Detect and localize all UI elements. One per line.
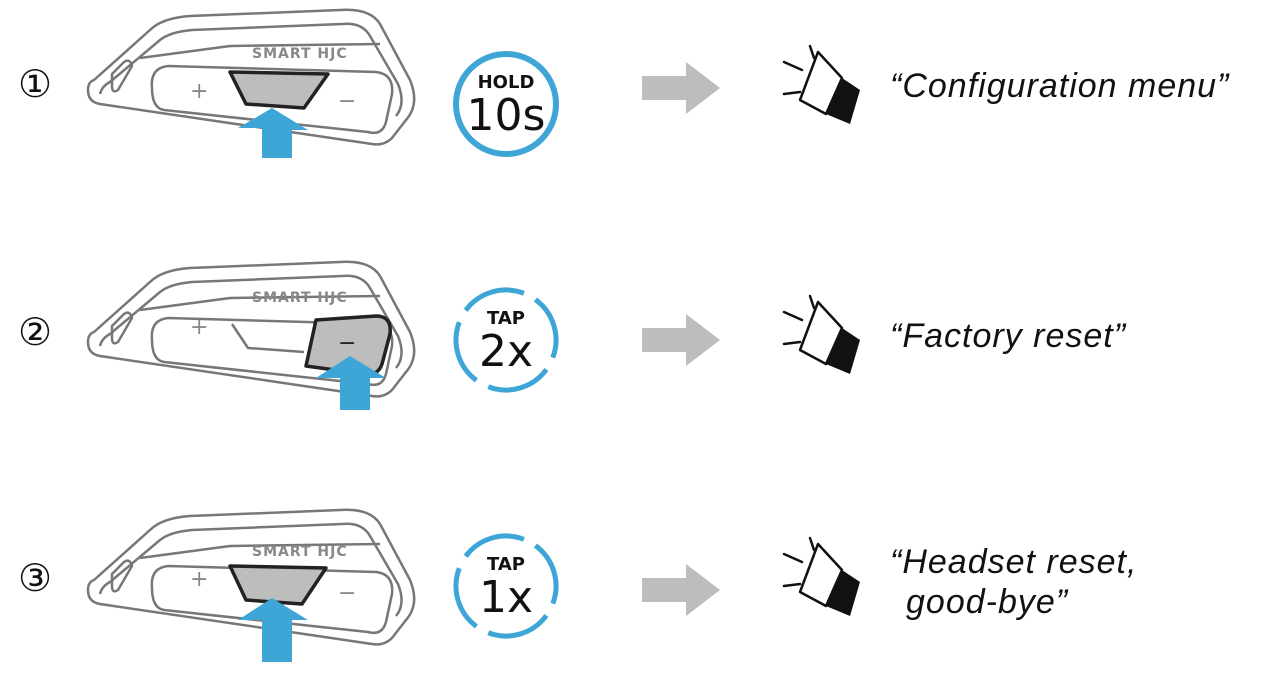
minus-label: − <box>338 89 356 114</box>
device-outline <box>86 260 416 398</box>
step-row-3: ③ SMART HJC + − TAP 1x “Heads <box>0 500 1276 700</box>
badge-amount: 2x <box>479 326 533 377</box>
flow-arrow-icon <box>642 62 720 114</box>
center-button-pressed <box>228 70 330 110</box>
press-arrow <box>238 598 308 662</box>
speaker-icon <box>782 44 860 124</box>
badge-action: HOLD <box>478 72 535 93</box>
press-arrow <box>316 356 386 410</box>
step-number: ① <box>18 62 53 106</box>
intercom-device: SMART HJC + − <box>86 508 416 662</box>
voice-line: good-bye” <box>906 583 1069 621</box>
minus-label: − <box>338 331 356 356</box>
tap-badge: TAP 1x <box>453 533 559 639</box>
badge-action: TAP <box>487 554 525 575</box>
center-button-pressed <box>228 564 328 606</box>
device-outline <box>86 508 416 646</box>
plus-label: + <box>190 315 208 340</box>
voice-prompt: “Configuration menu” <box>890 66 1229 106</box>
speaker-icon <box>782 536 860 616</box>
step-row-1: ① SMART HJC + − HOLD 10s “Con <box>0 0 1276 200</box>
step-number: ② <box>18 310 53 354</box>
press-arrow <box>238 108 308 158</box>
brand-label: SMART HJC <box>252 544 348 560</box>
brand-label: SMART HJC <box>252 290 348 306</box>
speaker-icon <box>782 294 860 374</box>
plus-label: + <box>190 79 208 104</box>
flow-arrow-icon <box>642 314 720 366</box>
badge-amount: 1x <box>479 572 533 623</box>
voice-line: “Headset reset, <box>890 543 1138 581</box>
voice-line: “Factory reset” <box>890 317 1127 355</box>
intercom-device: SMART HJC + − <box>86 8 416 158</box>
voice-prompt: “Headset reset, good-bye” <box>890 542 1137 622</box>
step-row-2: ② SMART HJC + − TAP 2x <box>0 252 1276 452</box>
voice-line: “Configuration menu” <box>890 67 1230 105</box>
tap-badge: TAP 2x <box>453 287 559 393</box>
device-outline <box>86 8 416 146</box>
voice-prompt: “Factory reset” <box>890 316 1126 356</box>
hold-badge: HOLD 10s <box>453 51 559 157</box>
step-number: ③ <box>18 556 53 600</box>
brand-label: SMART HJC <box>252 46 348 62</box>
badge-amount: 10s <box>467 90 546 141</box>
badge-action: TAP <box>487 308 525 329</box>
plus-label: + <box>190 567 208 592</box>
intercom-device: SMART HJC + − <box>86 260 416 410</box>
minus-label: − <box>338 581 356 606</box>
flow-arrow-icon <box>642 564 720 616</box>
